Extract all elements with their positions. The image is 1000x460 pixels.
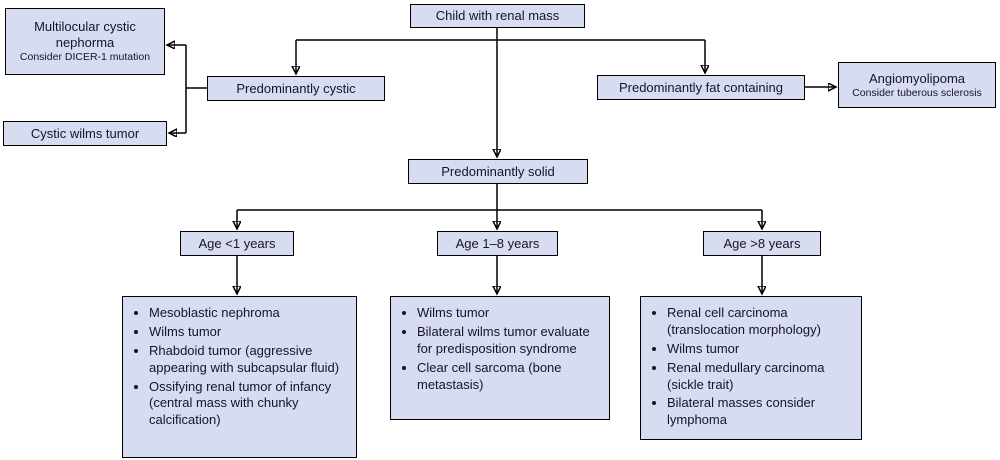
list-item: Ossifying renal tumor of infancy (centra… bbox=[149, 379, 350, 430]
tumor-list: Wilms tumorBilateral wilms tumor evaluat… bbox=[401, 305, 603, 393]
list-age-lt1-tumors: Mesoblastic nephromaWilms tumorRhabdoid … bbox=[122, 296, 357, 458]
list-item: Wilms tumor bbox=[149, 324, 350, 341]
node-age-1-8: Age 1–8 years bbox=[437, 231, 558, 256]
node-age-lt1: Age <1 years bbox=[180, 231, 294, 256]
node-title: Angiomyolipoma bbox=[868, 70, 966, 86]
tumor-list: Renal cell carcinoma (translocation morp… bbox=[651, 305, 855, 429]
list-age-gt8-tumors: Renal cell carcinoma (translocation morp… bbox=[640, 296, 862, 440]
node-angiomyolipoma: Angiomyolipoma Consider tuberous scleros… bbox=[838, 62, 996, 108]
list-item: Mesoblastic nephroma bbox=[149, 305, 350, 322]
node-predominantly-fat: Predominantly fat containing bbox=[597, 75, 805, 100]
list-item: Bilateral wilms tumor evaluate for predi… bbox=[417, 324, 603, 358]
node-child-renal-mass: Child with renal mass bbox=[410, 4, 585, 28]
list-item: Rhabdoid tumor (aggressive appearing wit… bbox=[149, 343, 350, 377]
tumor-list: Mesoblastic nephromaWilms tumorRhabdoid … bbox=[133, 305, 350, 429]
node-note: Consider tuberous sclerosis bbox=[852, 86, 982, 99]
node-note: Consider DICER-1 mutation bbox=[19, 51, 151, 64]
node-title: Multilocular cystic nephorma bbox=[34, 19, 136, 50]
node-cystic-wilms-tumor: Cystic wilms tumor bbox=[3, 121, 167, 146]
list-item: Clear cell sarcoma (bone metastasis) bbox=[417, 360, 603, 394]
list-item: Wilms tumor bbox=[417, 305, 603, 322]
list-item: Bilateral masses consider lymphoma bbox=[667, 395, 855, 429]
list-item: Wilms tumor bbox=[667, 341, 855, 358]
list-item: Renal medullary carcinoma (sickle trait) bbox=[667, 360, 855, 394]
list-age-1-8-tumors: Wilms tumorBilateral wilms tumor evaluat… bbox=[390, 296, 610, 420]
node-multilocular-cystic-nephroma: Multilocular cystic nephorma Consider DI… bbox=[5, 8, 165, 75]
node-age-gt8: Age >8 years bbox=[703, 231, 821, 256]
node-predominantly-solid: Predominantly solid bbox=[408, 159, 588, 184]
list-item: Renal cell carcinoma (translocation morp… bbox=[667, 305, 855, 339]
node-predominantly-cystic: Predominantly cystic bbox=[207, 76, 385, 101]
